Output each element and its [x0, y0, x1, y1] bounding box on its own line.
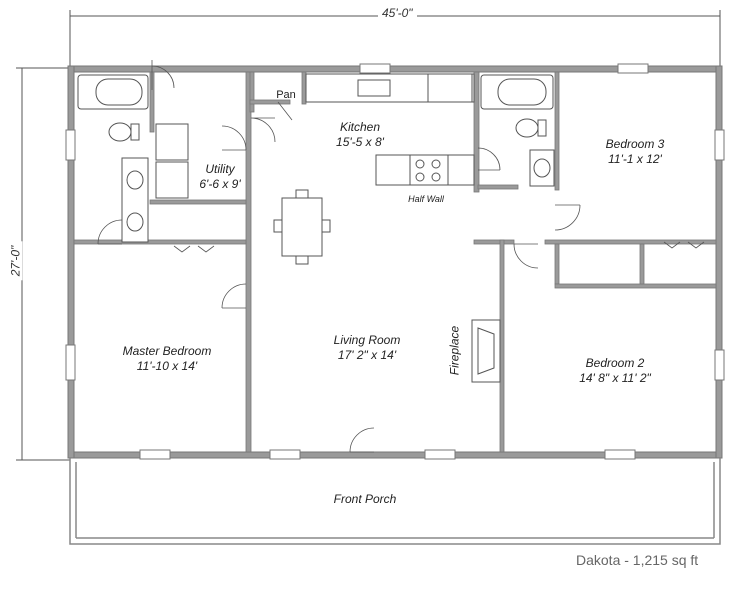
fireplace-label: Fireplace: [447, 325, 462, 376]
interior-wall-bedroom3-bottom: [544, 239, 717, 245]
master-bedroom-label: Master Bedroom 11'-10 x 14': [102, 344, 232, 374]
living-room-label: Living Room 17' 2" x 14': [312, 333, 422, 363]
chair: [295, 189, 309, 199]
interior-wall-pantry-bottom: [249, 99, 291, 105]
room-name: Kitchen: [339, 120, 381, 134]
room-name: Bedroom 2: [585, 356, 645, 370]
room-size: 11'-1 x 12': [608, 152, 662, 166]
door-swing: [97, 219, 123, 245]
door-swing: [477, 147, 501, 171]
kitchen-label: Kitchen 15'-5 x 8': [300, 120, 420, 150]
burner: [431, 159, 441, 169]
range: [409, 154, 449, 186]
dining-table: [281, 197, 323, 257]
toilet-tank: [537, 119, 547, 137]
closet-bifold-door: [663, 241, 705, 249]
refrigerator: [427, 73, 473, 103]
bedroom3-label: Bedroom 3 11'-1 x 12': [585, 137, 685, 167]
room-size: 17' 2" x 14': [337, 348, 397, 362]
window: [269, 449, 301, 460]
window: [139, 449, 171, 460]
chair: [273, 219, 283, 233]
pantry-label: Pan: [276, 89, 296, 101]
interior-wall-bath3-bottom: [477, 184, 519, 190]
exterior-wall-left: [67, 65, 75, 459]
half-wall-label: Half Wall: [408, 194, 444, 204]
room-size: 14' 8" x 11' 2": [579, 371, 651, 385]
dryer: [155, 161, 189, 199]
utility-label: Utility 6'-6 x 9': [180, 162, 260, 192]
window: [65, 344, 76, 381]
window: [714, 349, 725, 381]
burner: [415, 172, 425, 182]
closet-bifold-door: [173, 245, 215, 253]
window: [424, 449, 456, 460]
bathtub-basin: [497, 78, 547, 106]
burner: [431, 172, 441, 182]
interior-wall-master-top: [73, 239, 247, 245]
room-size: 6'-6 x 9': [199, 177, 241, 191]
sink: [533, 158, 551, 178]
toilet-master: [108, 122, 132, 142]
window: [617, 63, 649, 74]
front-porch-label: Front Porch: [333, 492, 397, 506]
depth-dimension-label: 27'-0": [8, 241, 23, 281]
door-swing: [513, 243, 539, 269]
room-name: Bedroom 3: [605, 137, 665, 151]
room-size: 11'-10 x 14': [136, 359, 198, 373]
door-swing: [554, 204, 581, 231]
window: [359, 63, 391, 74]
room-name: Living Room: [333, 333, 401, 347]
bedroom2-label: Bedroom 2 14' 8" x 11' 2": [560, 356, 670, 386]
door-swing: [250, 117, 276, 143]
interior-wall-living-bedroom2: [499, 239, 505, 453]
chair: [295, 255, 309, 265]
exterior-wall-right: [715, 65, 723, 459]
interior-wall-master-living: [245, 71, 252, 453]
washer: [155, 123, 189, 161]
width-dimension-label: 45'-0": [378, 6, 417, 20]
window: [604, 449, 636, 460]
sink: [126, 212, 144, 232]
door-swing: [151, 60, 175, 90]
interior-wall-kitchen-right: [473, 71, 480, 193]
interior-wall-bedroom3-left: [554, 71, 560, 191]
interior-wall-hall-a: [473, 239, 515, 245]
door-swing: [221, 283, 247, 309]
door-swing: [221, 125, 247, 151]
interior-wall-closet-left: [554, 243, 560, 285]
toilet-bedroom3: [515, 118, 539, 138]
interior-wall-closet-bottom: [554, 283, 717, 289]
room-name: Master Bedroom: [122, 344, 212, 358]
window: [65, 129, 76, 161]
plan-caption: Dakota - 1,215 sq ft: [576, 552, 699, 568]
kitchen-sink: [357, 79, 391, 97]
front-porch-outline: [69, 458, 721, 545]
interior-wall-utility-bottom: [149, 199, 247, 205]
window: [714, 129, 725, 161]
sink: [126, 170, 144, 190]
room-name: Utility: [205, 162, 235, 176]
fireplace-firebox: [477, 327, 495, 375]
toilet-tank: [130, 123, 140, 141]
door-swing-front: [349, 427, 375, 453]
chair: [321, 219, 331, 233]
bathtub-basin: [95, 78, 143, 106]
room-size: 15'-5 x 8': [336, 135, 384, 149]
burner: [415, 159, 425, 169]
interior-wall-closet-divider: [639, 243, 645, 285]
interior-wall-pantry-left: [249, 71, 255, 113]
door-swing-pantry: [277, 101, 293, 121]
